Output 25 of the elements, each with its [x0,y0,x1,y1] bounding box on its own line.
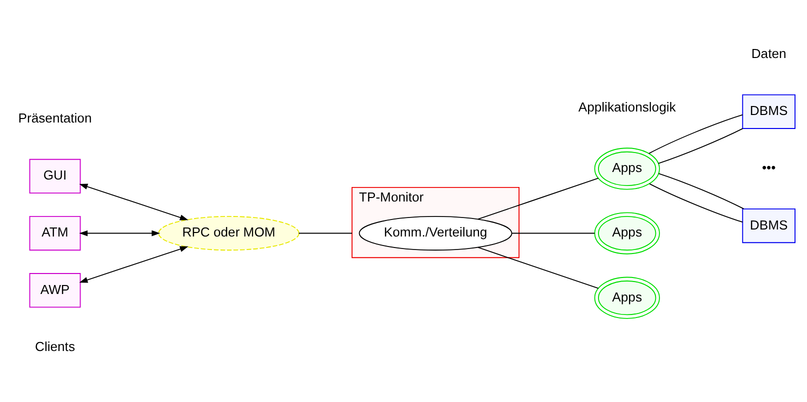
node-box: DBMS [742,208,796,244]
arrow [79,246,188,283]
arrow [79,230,160,236]
connector [477,246,599,289]
connector [298,232,353,234]
node-box: GUI [29,158,81,194]
label: Clients [35,338,76,354]
connector [648,114,743,154]
node-ellipse: Komm./Verteilung [358,216,512,251]
connector [658,173,744,210]
label: Daten [751,46,786,62]
label: ••• [762,160,776,176]
arrow [79,184,188,220]
node-box: DBMS [742,94,796,129]
label: Applikationslogik [578,99,676,114]
node-ellipse: Apps [594,212,660,254]
node-ellipse: Apps [594,276,660,319]
connector [649,183,743,223]
connector [658,128,744,164]
node-box: ATM [29,216,81,251]
connector [511,232,596,234]
label: Präsentation [18,110,92,126]
node-ellipse: Apps [594,148,660,190]
connector [477,178,599,220]
node-box: AWP [29,273,81,308]
